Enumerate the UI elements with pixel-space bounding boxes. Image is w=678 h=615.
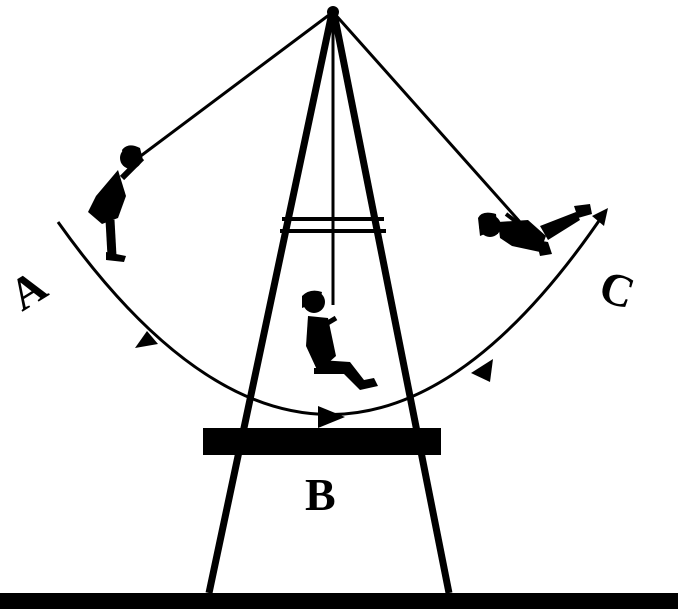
arc-arrow-right: [471, 359, 493, 382]
ground-line: [0, 593, 678, 609]
label-a: A: [0, 260, 55, 321]
platform-bar: [203, 428, 441, 455]
child-at-b-figure: [302, 291, 378, 390]
child-at-c-figure: [478, 204, 592, 256]
frame-right-leg: [333, 8, 449, 593]
arc-arrow-end: [592, 208, 608, 226]
label-c: C: [594, 260, 641, 319]
label-b: B: [305, 469, 336, 520]
child-at-a-figure: [88, 145, 143, 262]
rope-right: [333, 12, 520, 222]
arc-arrow-bottom: [318, 406, 345, 428]
